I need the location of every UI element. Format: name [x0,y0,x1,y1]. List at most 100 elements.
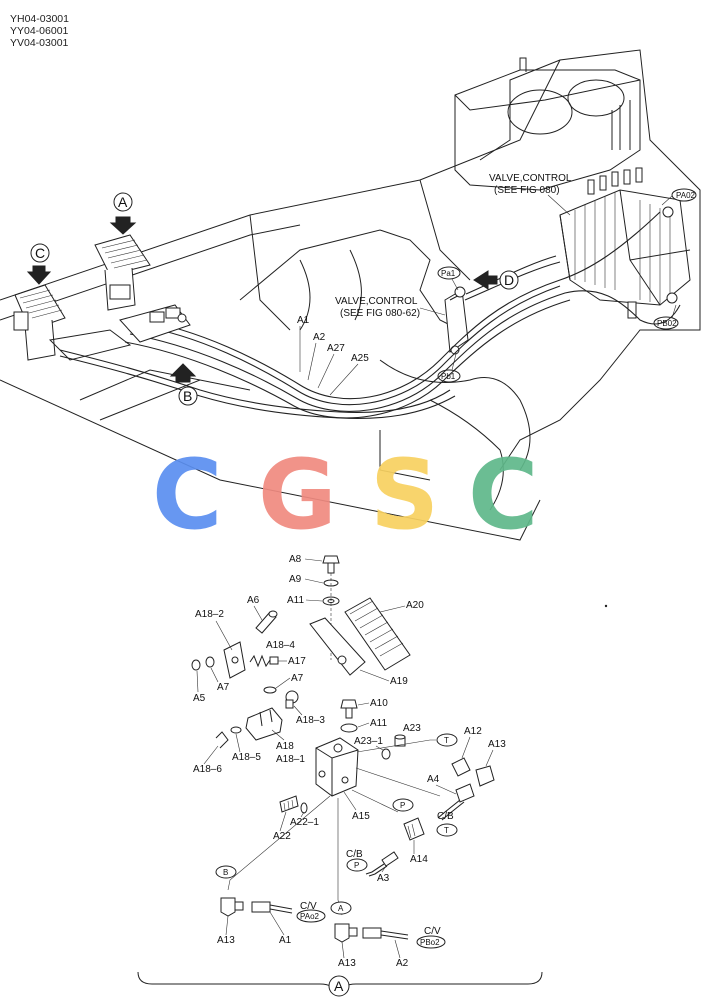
svg-text:B: B [183,388,192,404]
part-labels: A8 A9 A11 A6 A18–2 A20 A18–4 A17 A5 A7 A… [193,554,506,969]
part-label-a18-3: A18–3 [296,715,325,726]
view-arrow-c: C [26,243,52,285]
header-code-3: YV04-03001 [10,37,69,49]
bolt-a8 [322,555,340,574]
svg-text:P: P [400,801,405,810]
header-code-1: YH04-03001 [10,13,69,25]
pilot-hose-bundle [59,211,681,419]
tag-t-1: T [436,733,458,747]
svg-text:T: T [444,736,449,745]
part-label-a22-1: A22–1 [290,817,319,828]
part-label-a10: A10 [370,698,388,709]
part-label-a11-mid: A11 [370,718,387,729]
stray-dot [604,604,608,608]
view-arrow-a: A [109,192,137,235]
washer-a11-mid [340,723,358,733]
svg-text:PB02: PB02 [657,319,677,328]
part-label-a18-2: A18–2 [195,609,224,620]
part-label-cv-1: C/V [300,901,317,912]
part-label-a15: A15 [352,811,370,822]
svg-text:D: D [504,272,514,288]
pilot-valve-body [444,286,469,355]
hose-label-a25: A25 [351,353,369,364]
watermark-letter-c1: C [152,439,222,551]
tag-b: B [215,865,237,879]
valve-control-callout-1: VALVE,CONTROL (SEE FIG 080) [489,173,572,216]
part-label-cb-p: C/B [346,849,363,860]
svg-text:PA02: PA02 [676,191,696,200]
hose-label-a1: A1 [297,315,310,326]
elbow-a13-left [220,897,244,917]
elbow-a13-mid [334,923,358,943]
part-label-a7-left: A7 [217,682,230,693]
part-label-a19: A19 [390,676,408,687]
bracket-a19 [309,617,366,676]
header-code-2: YY04-06001 [10,25,69,37]
view-arrow-b: B [169,363,198,406]
part-label-a18: A18 [276,741,294,752]
svg-text:PAo2: PAo2 [300,912,320,921]
watermark-letter-c2: C [468,439,538,551]
tag-p-1: P [392,798,414,812]
bracket-a18-2 [223,641,246,679]
washer-a18-5 [230,726,242,734]
valve-body-a15 [315,737,359,797]
svg-text:C: C [35,245,45,261]
washer-a7-left [205,656,215,668]
tag-p-2: P [346,858,368,872]
svg-text:(SEE FIG 080-62): (SEE FIG 080-62) [340,308,420,319]
part-label-a18-1: A18–1 [276,754,305,765]
port-pa1-tag: Pa1 [437,266,461,291]
elbow-a13-right [475,765,495,787]
svg-text:VALVE,CONTROL: VALVE,CONTROL [335,296,418,307]
hose-a2 [362,927,409,940]
part-label-a5: A5 [193,693,206,704]
part-label-a1: A1 [279,935,292,946]
pin-a18-6 [215,731,229,749]
o-ring-a22-1 [300,802,308,814]
nut-a5 [191,659,201,671]
valve-control-callout-2: VALVE,CONTROL (SEE FIG 080-62) [335,296,446,319]
svg-text:B: B [223,868,228,877]
part-label-a13-left: A13 [217,935,235,946]
part-label-a18-4: A18–4 [266,640,295,651]
fitting-a22 [279,795,299,813]
svg-text:A: A [118,194,128,210]
part-label-a4: A4 [427,774,440,785]
part-label-cb-t: C/B [437,811,454,822]
pilot-manifold [48,304,191,361]
machine-body-outline [0,49,701,541]
fitting-a12 [451,757,471,777]
part-label-a12: A12 [464,726,482,737]
part-label-a14: A14 [410,854,428,865]
pedal-a20 [344,597,411,671]
travel-pedal-c [13,284,66,361]
part-label-cv-2: C/V [424,926,441,937]
part-label-a23: A23 [403,723,421,734]
part-label-a6: A6 [247,595,260,606]
part-label-a18-5: A18–5 [232,752,261,763]
port-pa02-tag: PA02 [661,188,697,206]
main-control-valve [559,167,691,319]
hose-a1 [251,901,293,914]
hose-label-group: A1 A2 A27 A25 [297,315,369,396]
pin-a6 [255,610,278,634]
part-label-a2: A2 [396,958,409,969]
svg-text:A: A [338,904,344,913]
part-label-a11-top: A11 [287,595,304,606]
part-label-a13-right: A13 [488,739,506,750]
tag-t-2: T [436,823,458,837]
watermark-letter-s: S [370,439,439,551]
watermark-letter-g: G [258,439,337,551]
hose-a4 [437,783,475,821]
tag-pao2: PAo2 [296,909,326,923]
o-ring-a23-1 [381,748,391,760]
tag-pbo2: PBo2 [416,935,446,949]
svg-text:PBo2: PBo2 [420,938,440,947]
bolt-a18-3 [285,690,299,709]
part-label-a9: A9 [289,574,302,585]
part-label-a18-6: A18–6 [193,764,222,775]
bracket-a18 [245,707,283,741]
svg-text:(SEE FIG 080): (SEE FIG 080) [494,185,560,196]
